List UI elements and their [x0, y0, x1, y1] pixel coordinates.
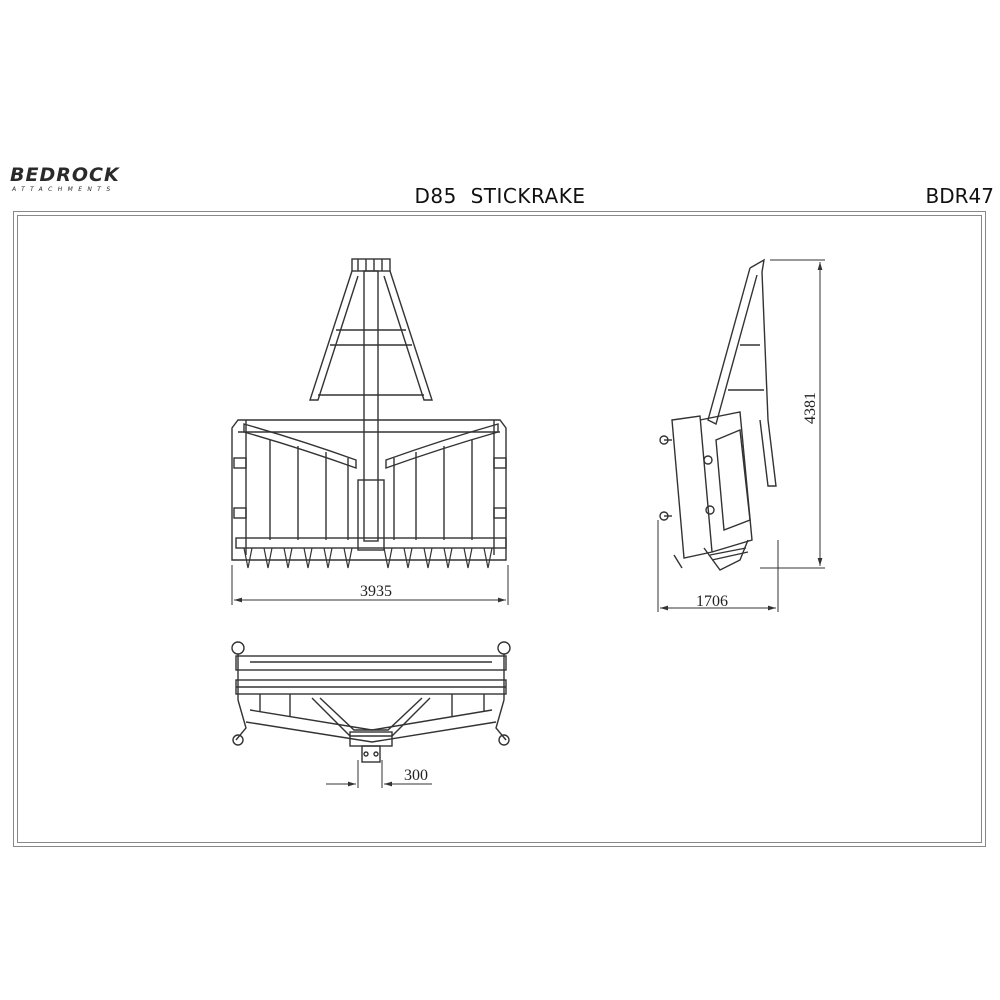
dim-side-depth: 1706 — [696, 593, 728, 610]
logo-subtext: ATTACHMENTS — [12, 186, 116, 193]
dim-pin-spacing: 300 — [404, 767, 428, 784]
drawing-frame-inner — [17, 215, 982, 843]
side-dimensions — [657, 259, 825, 612]
dim-side-height: 4381 — [802, 392, 819, 424]
side-view — [659, 258, 777, 571]
top-view — [231, 641, 511, 763]
front-view — [231, 258, 507, 569]
drawing-title: D85 STICKRAKE — [414, 184, 586, 208]
logo-text: BEDROCK — [10, 164, 120, 186]
dim-front-width: 3935 — [360, 583, 392, 600]
pin-spacing-dimension — [326, 760, 432, 788]
model-code: BDR47 — [925, 184, 994, 208]
bedrock-logo: BEDROCK ATTACHMENTS — [10, 166, 176, 194]
drawing-frame-outer — [13, 211, 986, 847]
front-width-dimension — [231, 565, 509, 605]
